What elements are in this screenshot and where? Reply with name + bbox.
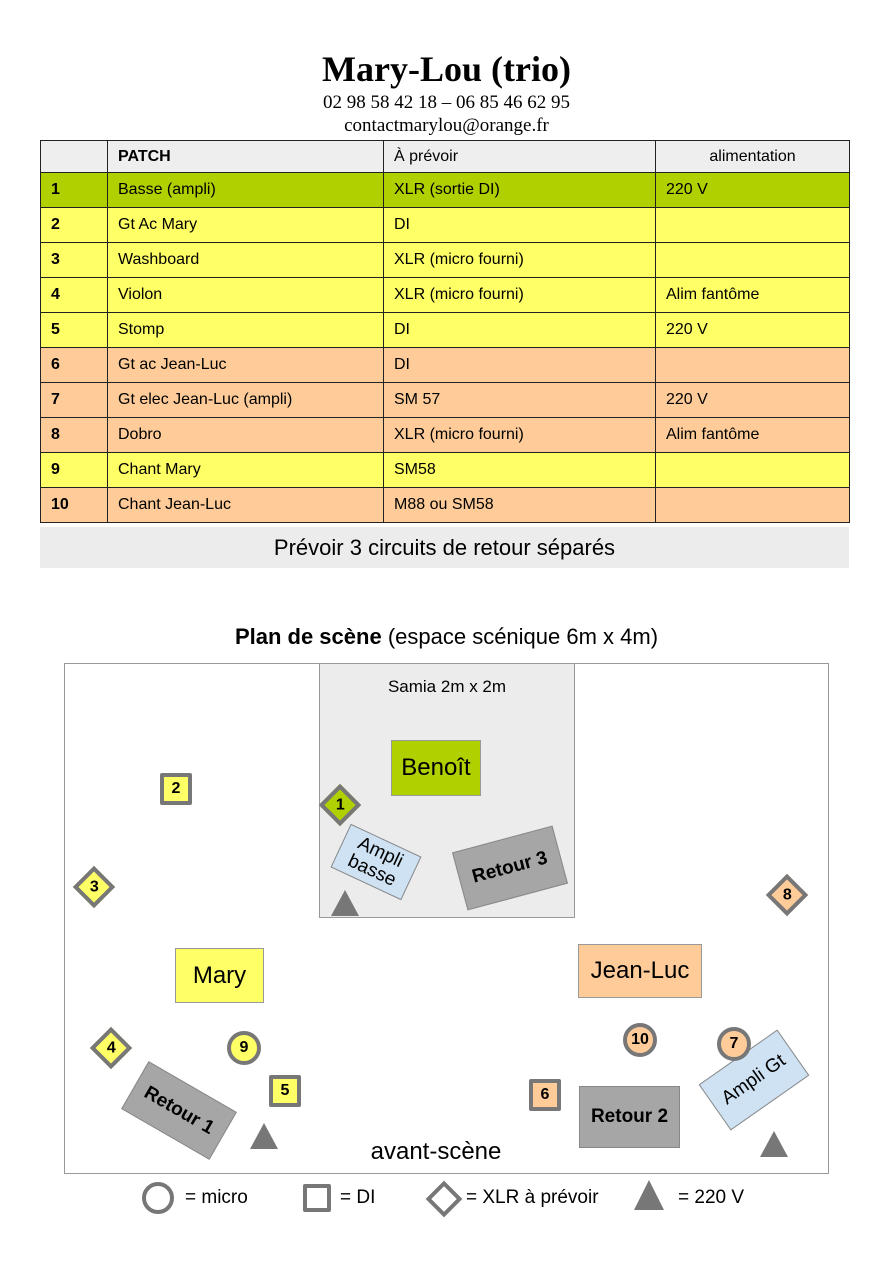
input-label: 1 — [335, 796, 345, 813]
row-requirement: SM 57 — [383, 382, 656, 418]
mic-input-9: 9 — [227, 1031, 261, 1065]
row-source: Chant Mary — [107, 452, 384, 488]
micro-legend-icon — [142, 1182, 174, 1214]
row-source: Stomp — [107, 312, 384, 348]
input-label: 3 — [89, 878, 99, 895]
row-source: Chant Jean-Luc — [107, 487, 384, 523]
legend-power: = 220 V — [678, 1187, 745, 1208]
mic-input-10: 10 — [623, 1023, 657, 1057]
row-power — [655, 347, 850, 383]
xlr-legend-icon — [425, 1180, 463, 1218]
musician-jean-luc: Jean-Luc — [578, 944, 702, 998]
col-need: À prévoir — [383, 140, 656, 173]
power-outlet-icon — [331, 890, 359, 916]
row-requirement: XLR (micro fourni) — [383, 417, 656, 453]
power-outlet-icon — [760, 1131, 788, 1157]
row-source: Gt elec Jean-Luc (ampli) — [107, 382, 384, 418]
row-requirement: M88 ou SM58 — [383, 487, 656, 523]
di-input-6: 6 — [529, 1079, 561, 1111]
phone-numbers: 02 98 58 42 18 – 06 85 46 62 95 — [323, 92, 570, 113]
monitor-retour-2: Retour 2 — [579, 1086, 680, 1148]
row-number: 6 — [40, 347, 108, 383]
row-power: 220 V — [655, 312, 850, 348]
front-of-stage-label: avant-scène — [370, 1138, 502, 1165]
input-label: 8 — [782, 886, 792, 903]
row-number: 4 — [40, 277, 108, 313]
mic-input-7: 7 — [717, 1027, 751, 1061]
row-power — [655, 452, 850, 488]
row-source: Violon — [107, 277, 384, 313]
di-input-2: 2 — [160, 773, 192, 805]
row-power: Alim fantôme — [655, 417, 850, 453]
row-source: Gt Ac Mary — [107, 207, 384, 243]
row-requirement: XLR (sortie DI) — [383, 172, 656, 208]
row-number: 10 — [40, 487, 108, 523]
table-header: PATCH À prévoir alimentation — [40, 140, 850, 173]
row-requirement: XLR (micro fourni) — [383, 242, 656, 278]
power-outlet-icon — [250, 1123, 278, 1149]
band-title: Mary-Lou (trio) — [322, 49, 571, 89]
row-number: 7 — [40, 382, 108, 418]
row-source: Basse (ampli) — [107, 172, 384, 208]
row-number: 9 — [40, 452, 108, 488]
input-label: 4 — [106, 1039, 116, 1056]
row-source: Gt ac Jean-Luc — [107, 347, 384, 383]
row-power: 220 V — [655, 172, 850, 208]
row-requirement: DI — [383, 347, 656, 383]
row-number: 3 — [40, 242, 108, 278]
riser-label: Samia 2m x 2m — [387, 677, 507, 696]
row-number: 1 — [40, 172, 108, 208]
row-requirement: XLR (micro fourni) — [383, 277, 656, 313]
plan-title-rest: (espace scénique 6m x 4m) — [381, 624, 659, 649]
row-requirement: SM58 — [383, 452, 656, 488]
row-source: Dobro — [107, 417, 384, 453]
email: contactmarylou@orange.fr — [344, 115, 549, 136]
row-source: Washboard — [107, 242, 384, 278]
row-number: 5 — [40, 312, 108, 348]
power-legend-icon — [634, 1180, 664, 1210]
musician-mary: Mary — [175, 948, 264, 1003]
col-num — [40, 140, 108, 173]
row-power — [655, 242, 850, 278]
di-input-5: 5 — [269, 1075, 301, 1107]
row-requirement: DI — [383, 312, 656, 348]
row-power — [655, 207, 850, 243]
di-legend-icon — [303, 1184, 331, 1212]
row-power: 220 V — [655, 382, 850, 418]
row-power: Alim fantôme — [655, 277, 850, 313]
legend-di: = DI — [340, 1187, 376, 1208]
plan-title-bold: Plan de scène — [234, 624, 382, 649]
row-requirement: DI — [383, 207, 656, 243]
row-number: 8 — [40, 417, 108, 453]
row-power — [655, 487, 850, 523]
col-patch: PATCH — [107, 140, 384, 173]
legend-xlr: = XLR à prévoir — [466, 1187, 599, 1208]
col-power: alimentation — [655, 140, 850, 173]
row-number: 2 — [40, 207, 108, 243]
return-circuits-note: Prévoir 3 circuits de retour séparés — [40, 527, 849, 568]
musician-benoit: Benoît — [391, 740, 481, 796]
legend-micro: = micro — [185, 1187, 248, 1208]
plan-title: Plan de scène (espace scénique 6m x 4m) — [0, 624, 893, 650]
